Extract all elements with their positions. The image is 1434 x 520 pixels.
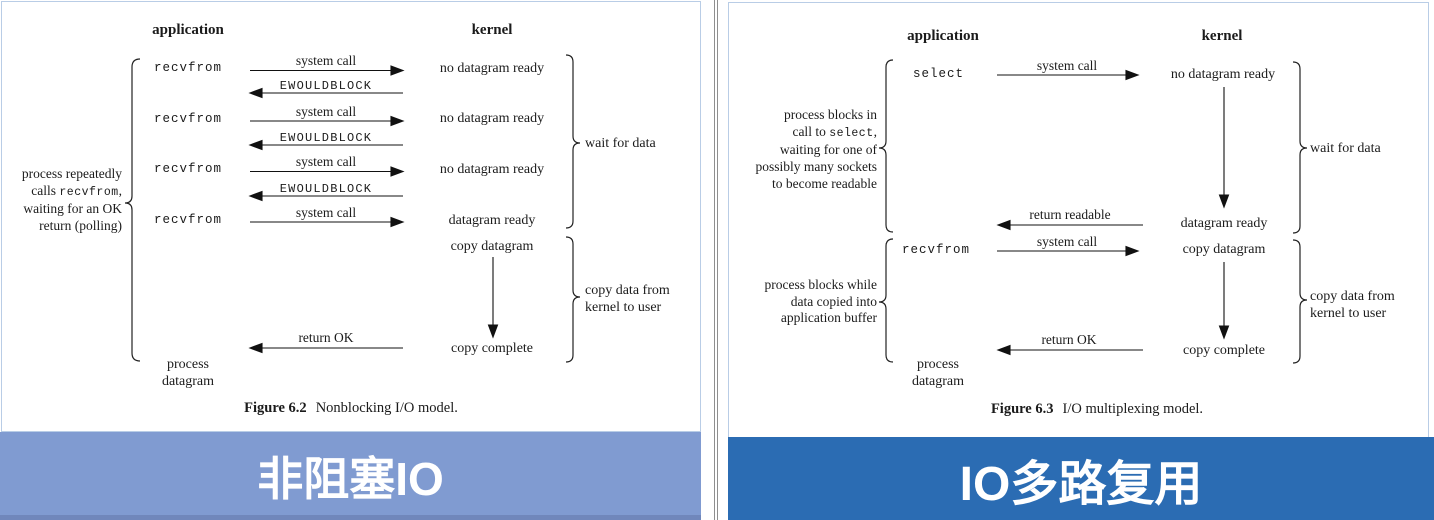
right-syscall-label-1: system call	[1036, 58, 1098, 73]
right-copy-datagram: copy datagram	[1182, 242, 1266, 257]
left-recvfrom-3: recvfrom	[154, 162, 223, 176]
left-ewouldblock-1: EWOULDBLOCK	[279, 79, 373, 93]
right-recvfrom-call: recvfrom	[902, 243, 971, 257]
left-kernel-state-3: no datagram ready	[439, 162, 545, 177]
left-side-note-code: recvfrom	[59, 185, 119, 199]
left-banner-nonblocking-io: 非阻塞IO	[0, 432, 701, 520]
left-process-datagram: process datagram	[161, 357, 215, 389]
right-select-call: select	[913, 67, 965, 81]
left-recvfrom-2: recvfrom	[154, 112, 223, 126]
left-syscall-label-1: system call	[295, 53, 357, 68]
left-datagram-ready: datagram ready	[448, 213, 536, 228]
left-syscall-label-2: system call	[295, 103, 357, 119]
right-return-ok-label: return OK	[1041, 332, 1097, 347]
right-copy-complete: copy complete	[1182, 343, 1266, 358]
left-figure-panel	[1, 1, 701, 432]
right-wait-for-data-label: wait for data	[1310, 141, 1381, 156]
left-return-ok-label: return OK	[298, 330, 354, 345]
left-recvfrom-4: recvfrom	[154, 213, 223, 227]
left-syscall-label-3: system call	[295, 154, 357, 169]
left-kernel-state-2: no datagram ready	[439, 111, 545, 126]
left-copy-complete: copy complete	[450, 341, 534, 356]
right-side-note-select: process blocks in call to select, waitin…	[755, 107, 878, 191]
divider-line-right	[717, 0, 718, 520]
right-process-datagram: process datagram	[911, 357, 965, 389]
left-syscall-label-4: system call	[295, 204, 357, 220]
left-recvfrom-1: recvfrom	[154, 61, 223, 75]
divider-line-left	[714, 0, 715, 520]
left-col-kernel: kernel	[471, 22, 513, 38]
right-col-kernel: kernel	[1201, 28, 1243, 44]
left-kernel-state-1: no datagram ready	[439, 61, 545, 76]
right-side-note-code: select	[829, 126, 874, 140]
right-banner-io-multiplexing: IO多路复用	[728, 437, 1434, 520]
left-copy-datagram: copy datagram	[450, 239, 534, 254]
right-copy-data-note: copy data from kernel to user	[1310, 289, 1395, 321]
right-return-readable-label: return readable	[1029, 207, 1111, 222]
left-ewouldblock-2: EWOULDBLOCK	[279, 131, 373, 145]
right-syscall-label-2: system call	[1036, 234, 1098, 249]
left-ewouldblock-3: EWOULDBLOCK	[279, 182, 373, 196]
left-wait-for-data-label: wait for data	[585, 136, 656, 151]
right-side-note-copy: process blocks while data copied into ap…	[764, 277, 877, 326]
right-col-application: application	[907, 28, 979, 44]
left-col-application: application	[152, 22, 224, 38]
right-no-datagram-ready: no datagram ready	[1170, 67, 1276, 82]
left-copy-data-note: copy data from kernel to user	[585, 283, 670, 315]
right-datagram-ready: datagram ready	[1180, 216, 1268, 231]
left-side-note: process repeatedly calls recvfrom, waiti…	[21, 166, 122, 233]
